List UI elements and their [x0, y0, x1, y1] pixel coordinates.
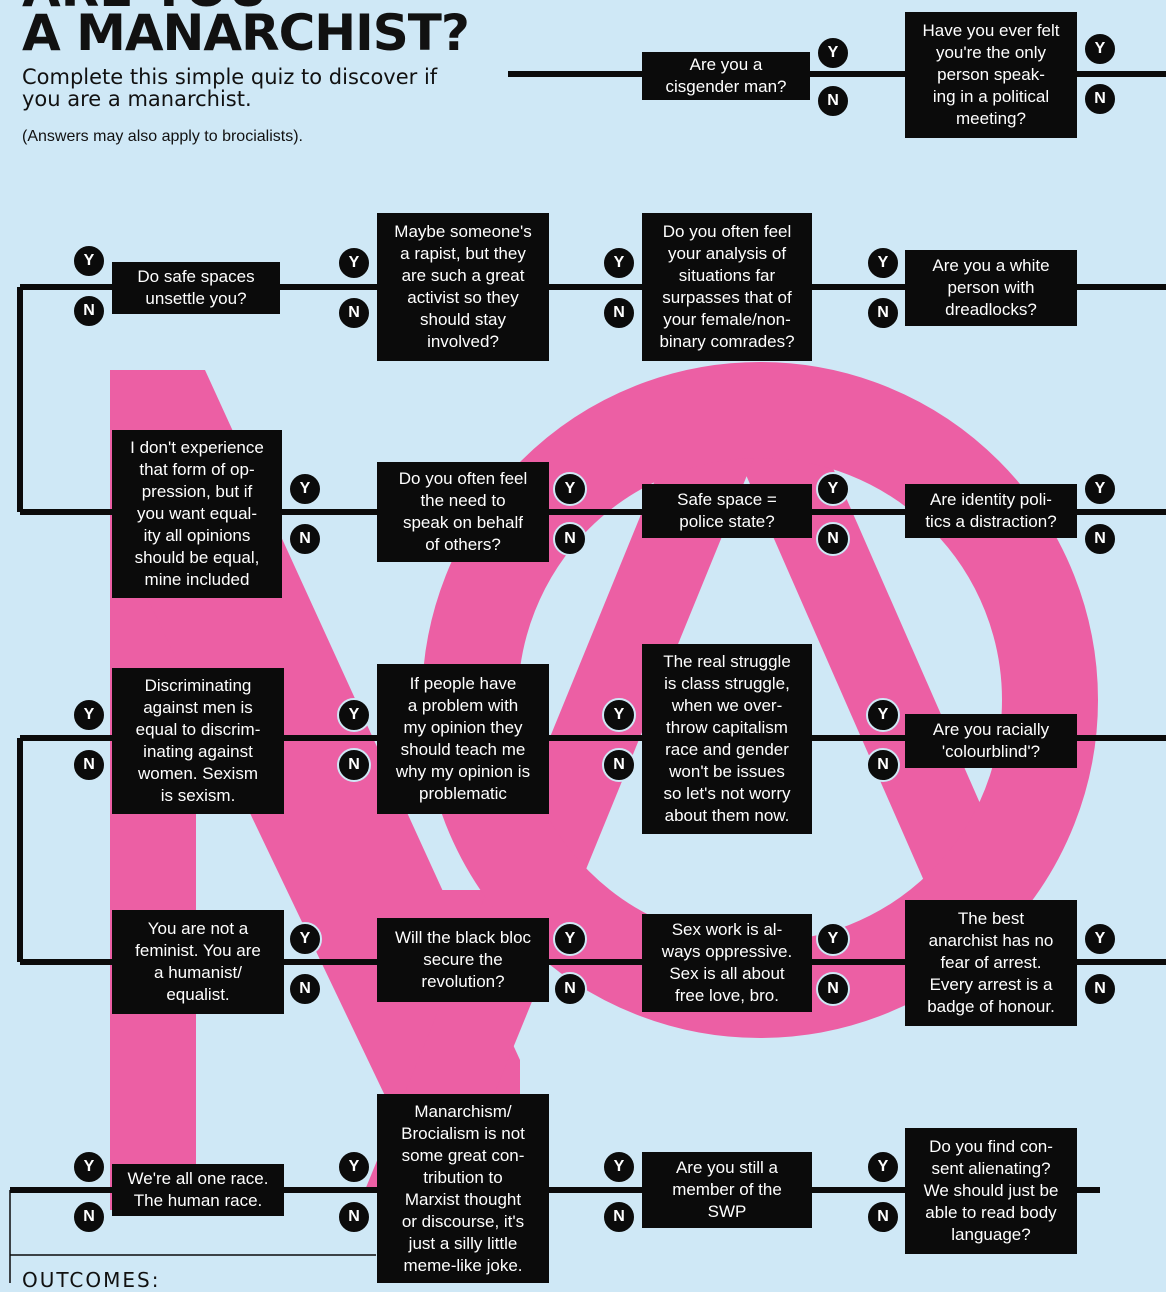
- no-button[interactable]: N: [288, 522, 322, 556]
- yes-button[interactable]: Y: [337, 1150, 371, 1184]
- yes-button[interactable]: Y: [816, 472, 850, 506]
- yes-button[interactable]: Y: [1083, 472, 1117, 506]
- no-button[interactable]: N: [1083, 82, 1117, 116]
- question-rapist-activist: Maybe someone's a rapist, but they are s…: [377, 213, 549, 361]
- question-discriminating-against-men: Discriminating against men is equal to d…: [112, 668, 284, 814]
- yes-button[interactable]: Y: [602, 246, 636, 280]
- no-button[interactable]: N: [1083, 522, 1117, 556]
- no-button[interactable]: N: [816, 522, 850, 556]
- question-safe-space-police-state: Safe space = police state?: [642, 484, 812, 538]
- question-only-person-speaking: Have you ever felt you're the only perso…: [905, 12, 1077, 138]
- question-cisgender-man: Are you a cisgender man?: [642, 52, 810, 100]
- subtitle: Complete this simple quiz to discover if…: [22, 65, 438, 111]
- no-button[interactable]: N: [866, 296, 900, 330]
- yes-button[interactable]: Y: [553, 472, 587, 506]
- no-button[interactable]: N: [602, 1200, 636, 1234]
- question-black-bloc: Will the black bloc secure the revolutio…: [377, 918, 549, 1002]
- no-button[interactable]: N: [553, 972, 587, 1006]
- question-not-a-feminist: You are not a feminist. You are a humani…: [112, 910, 284, 1014]
- no-button[interactable]: N: [553, 522, 587, 556]
- footnote: (Answers may also apply to brocialists).: [22, 128, 303, 145]
- no-button[interactable]: N: [72, 748, 106, 782]
- question-consent-alienating: Do you find con- sent alienating? We sho…: [905, 1128, 1077, 1254]
- no-button[interactable]: N: [816, 84, 850, 118]
- yes-button[interactable]: Y: [1083, 32, 1117, 66]
- question-sex-work: Sex work is al- ways oppressive. Sex is …: [642, 914, 812, 1012]
- yes-button[interactable]: Y: [602, 1150, 636, 1184]
- yes-button[interactable]: Y: [1083, 922, 1117, 956]
- question-safe-spaces-unsettle: Do safe spaces unsettle you?: [112, 262, 280, 314]
- yes-button[interactable]: Y: [288, 922, 322, 956]
- question-class-struggle: The real struggle is class struggle, whe…: [642, 644, 812, 834]
- yes-button[interactable]: Y: [602, 698, 636, 732]
- no-button[interactable]: N: [866, 748, 900, 782]
- yes-button[interactable]: Y: [816, 922, 850, 956]
- no-button[interactable]: N: [337, 1200, 371, 1234]
- yes-button[interactable]: Y: [337, 698, 371, 732]
- question-identity-politics: Are identity poli- tics a distraction?: [905, 484, 1077, 538]
- no-button[interactable]: N: [72, 1200, 106, 1234]
- question-racially-colourblind: Are you racially 'colourblind'?: [905, 714, 1077, 768]
- no-button[interactable]: N: [602, 296, 636, 330]
- yes-button[interactable]: Y: [337, 246, 371, 280]
- no-button[interactable]: N: [337, 748, 371, 782]
- title-top: ARE YOU: [22, 0, 268, 14]
- no-button[interactable]: N: [337, 296, 371, 330]
- page-title: A MANARCHIST?: [22, 4, 470, 62]
- yes-button[interactable]: Y: [72, 1150, 106, 1184]
- yes-button[interactable]: Y: [72, 244, 106, 278]
- yes-button[interactable]: Y: [72, 698, 106, 732]
- question-fear-of-arrest: The best anarchist has no fear of arrest…: [905, 900, 1077, 1026]
- question-swp-member: Are you still a member of the SWP: [642, 1152, 812, 1228]
- yes-button[interactable]: Y: [866, 1150, 900, 1184]
- outcomes-panel-border: [9, 1190, 376, 1283]
- yes-button[interactable]: Y: [816, 36, 850, 70]
- no-button[interactable]: N: [602, 748, 636, 782]
- question-speak-on-behalf: Do you often feel the need to speak on b…: [377, 462, 549, 562]
- no-button[interactable]: N: [816, 972, 850, 1006]
- question-manarchism-joke: Manarchism/ Brocialism is not some great…: [377, 1094, 549, 1283]
- yes-button[interactable]: Y: [553, 922, 587, 956]
- question-analysis-surpasses: Do you often feel your analysis of situa…: [642, 213, 812, 361]
- question-human-race: We're all one race. The human race.: [112, 1164, 284, 1216]
- yes-button[interactable]: Y: [288, 472, 322, 506]
- no-button[interactable]: N: [72, 294, 106, 328]
- yes-button[interactable]: Y: [866, 698, 900, 732]
- question-white-dreadlocks: Are you a white person with dreadlocks?: [905, 250, 1077, 326]
- outcomes-heading: OUTCOMES:: [22, 1268, 161, 1292]
- no-button[interactable]: N: [866, 1200, 900, 1234]
- question-teach-me: If people have a problem with my opinion…: [377, 664, 549, 814]
- question-all-opinions-equal: I don't experience that form of op- pres…: [112, 430, 282, 598]
- no-button[interactable]: N: [288, 972, 322, 1006]
- no-button[interactable]: N: [1083, 972, 1117, 1006]
- yes-button[interactable]: Y: [866, 246, 900, 280]
